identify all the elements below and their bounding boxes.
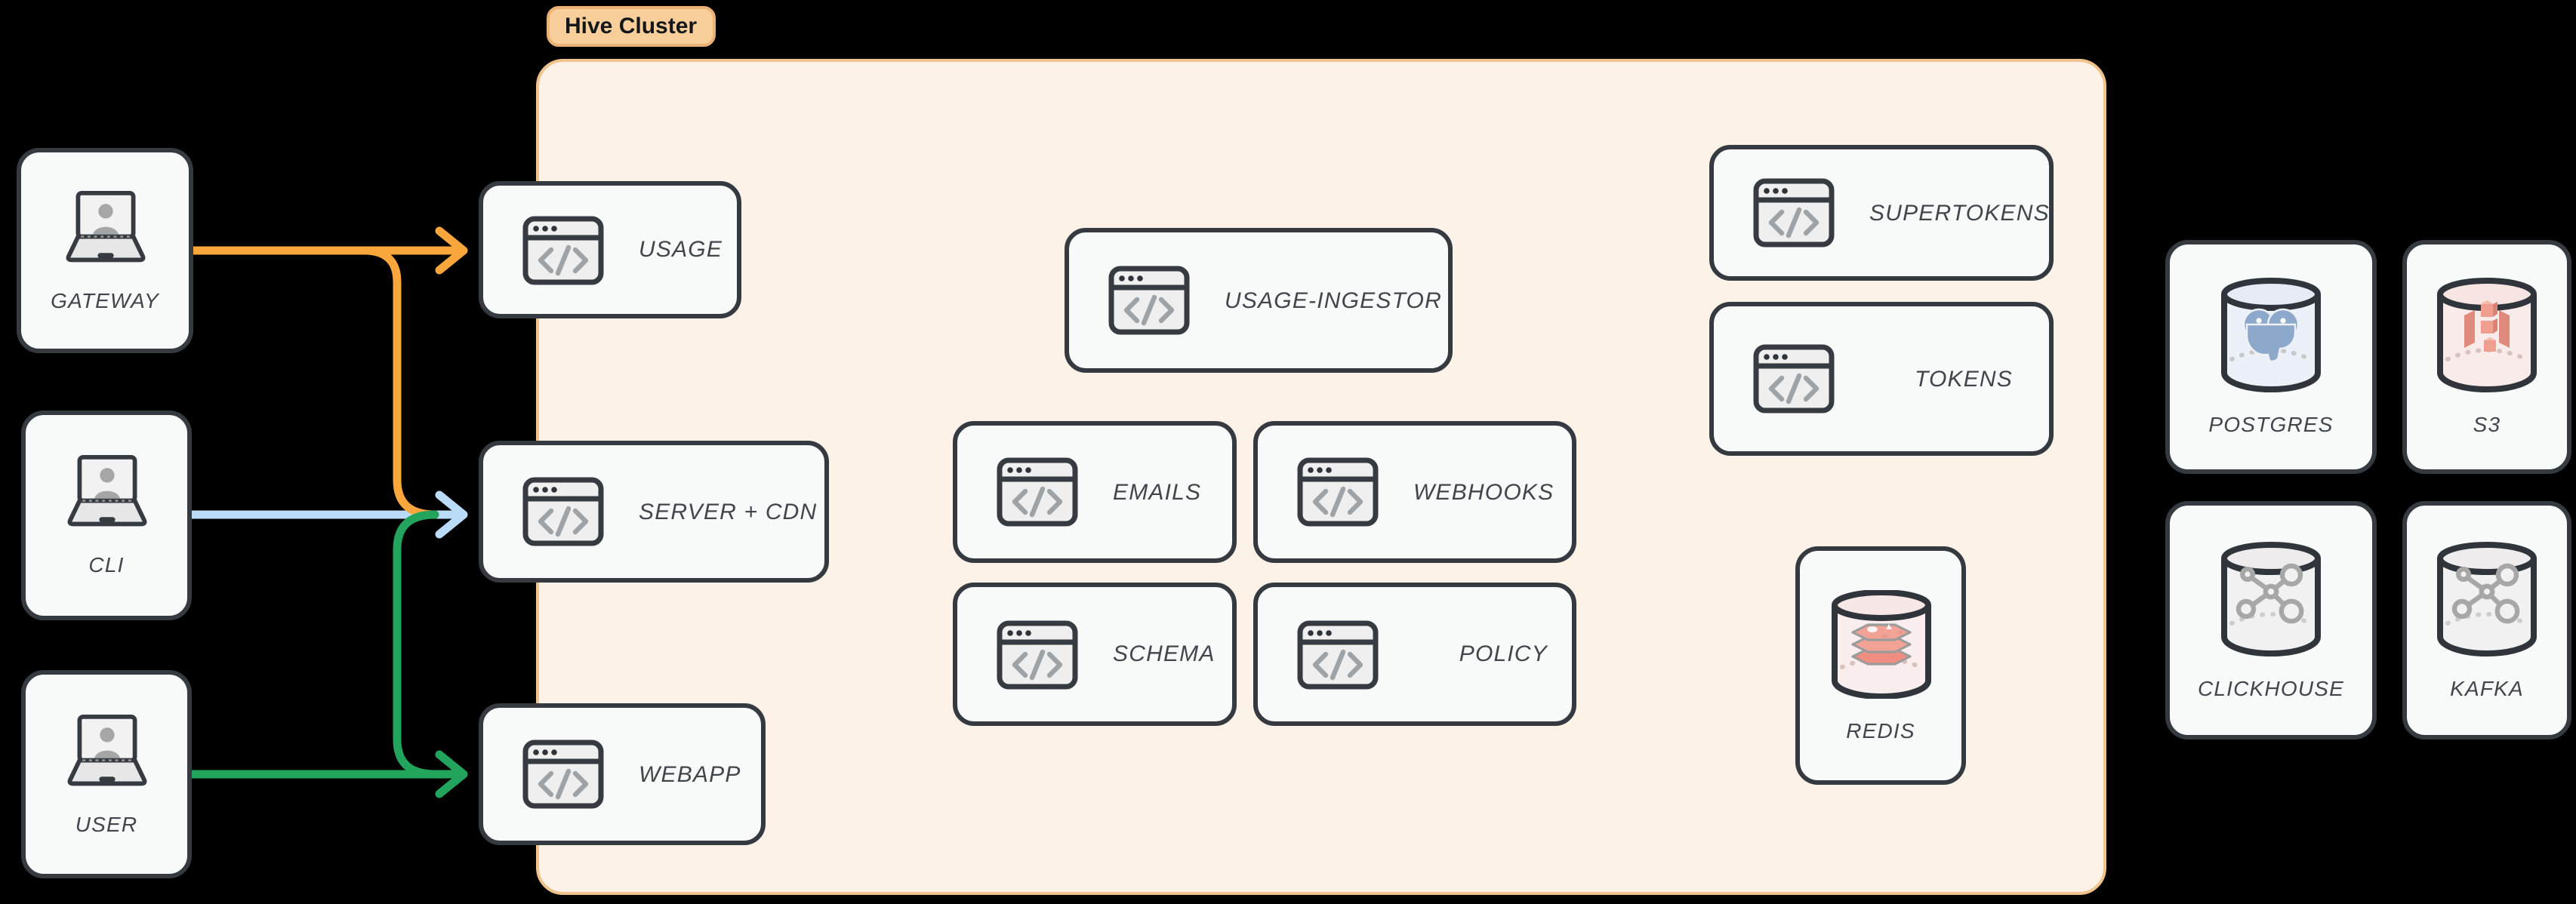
code-window-icon	[997, 620, 1078, 689]
node-emails-label: EMAILS	[1113, 479, 1202, 505]
arrowhead-servercdn	[435, 490, 468, 539]
node-server-cdn-label: SERVER + CDN	[639, 499, 818, 524]
node-supertokens-label: SUPERTOKENS	[1869, 200, 2050, 226]
kafka-database-icon	[2437, 541, 2537, 656]
node-usage: USAGE	[479, 181, 741, 318]
node-server-cdn: SERVER + CDN	[479, 441, 829, 583]
node-clickhouse: CLICKHOUSE	[2165, 501, 2377, 739]
node-cli-label: CLI	[88, 552, 125, 577]
laptop-user-icon	[60, 454, 153, 533]
node-webhooks-label: WEBHOOKS	[1413, 479, 1555, 505]
edge-gateway-servercdn	[362, 246, 439, 519]
node-schema: SCHEMA	[953, 583, 1237, 726]
node-postgres: POSTGRES	[2165, 240, 2377, 474]
code-window-icon	[1297, 457, 1379, 527]
node-redis-label: REDIS	[1846, 718, 1915, 742]
node-webapp: WEBAPP	[479, 703, 766, 845]
node-gateway-label: GATEWAY	[51, 287, 159, 312]
code-window-icon	[997, 457, 1078, 527]
hive-cluster-label: Hive Cluster	[547, 6, 716, 47]
node-user-label: USER	[75, 811, 138, 835]
node-user: USER	[21, 670, 192, 878]
node-usage-ingestor-label: USAGE-INGESTOR	[1225, 287, 1442, 313]
node-kafka: KAFKA	[2402, 501, 2571, 739]
code-window-icon	[1108, 266, 1190, 335]
node-webhooks: WEBHOOKS	[1253, 421, 1576, 563]
node-schema-label: SCHEMA	[1113, 641, 1216, 667]
code-window-icon	[1753, 344, 1835, 414]
arrowhead-webapp	[435, 750, 468, 798]
node-s3: S3	[2402, 240, 2571, 474]
s3-database-icon	[2437, 278, 2537, 392]
code-window-icon	[522, 739, 604, 809]
code-window-icon	[1297, 620, 1379, 689]
redis-database-icon	[1831, 589, 1930, 698]
node-gateway: GATEWAY	[17, 148, 193, 353]
code-window-icon	[522, 215, 604, 284]
code-window-icon	[1753, 178, 1835, 248]
node-kafka-label: KAFKA	[2450, 675, 2524, 700]
laptop-user-icon	[60, 713, 153, 792]
node-tokens: TOKENS	[1709, 302, 2054, 456]
code-window-icon	[522, 477, 604, 546]
node-webapp-label: WEBAPP	[639, 761, 741, 787]
node-policy-label: POLICY	[1459, 641, 1548, 667]
node-usage-label: USAGE	[639, 237, 723, 263]
clickhouse-database-icon	[2221, 541, 2321, 656]
node-policy: POLICY	[1253, 583, 1576, 726]
node-redis: REDIS	[1795, 546, 1966, 785]
postgres-database-icon	[2221, 278, 2321, 392]
arrowhead-usage	[435, 226, 468, 275]
edge-user-servercdn	[393, 510, 439, 779]
node-tokens-label: TOKENS	[1914, 366, 2013, 392]
laptop-user-icon	[58, 189, 152, 268]
node-postgres-label: POSTGRES	[2208, 412, 2334, 436]
node-supertokens: SUPERTOKENS	[1709, 145, 2054, 281]
node-cli: CLI	[21, 410, 192, 620]
node-clickhouse-label: CLICKHOUSE	[2197, 675, 2345, 700]
node-usage-ingestor: USAGE-INGESTOR	[1065, 228, 1453, 373]
node-emails: EMAILS	[953, 421, 1237, 563]
node-s3-label: S3	[2473, 412, 2501, 436]
